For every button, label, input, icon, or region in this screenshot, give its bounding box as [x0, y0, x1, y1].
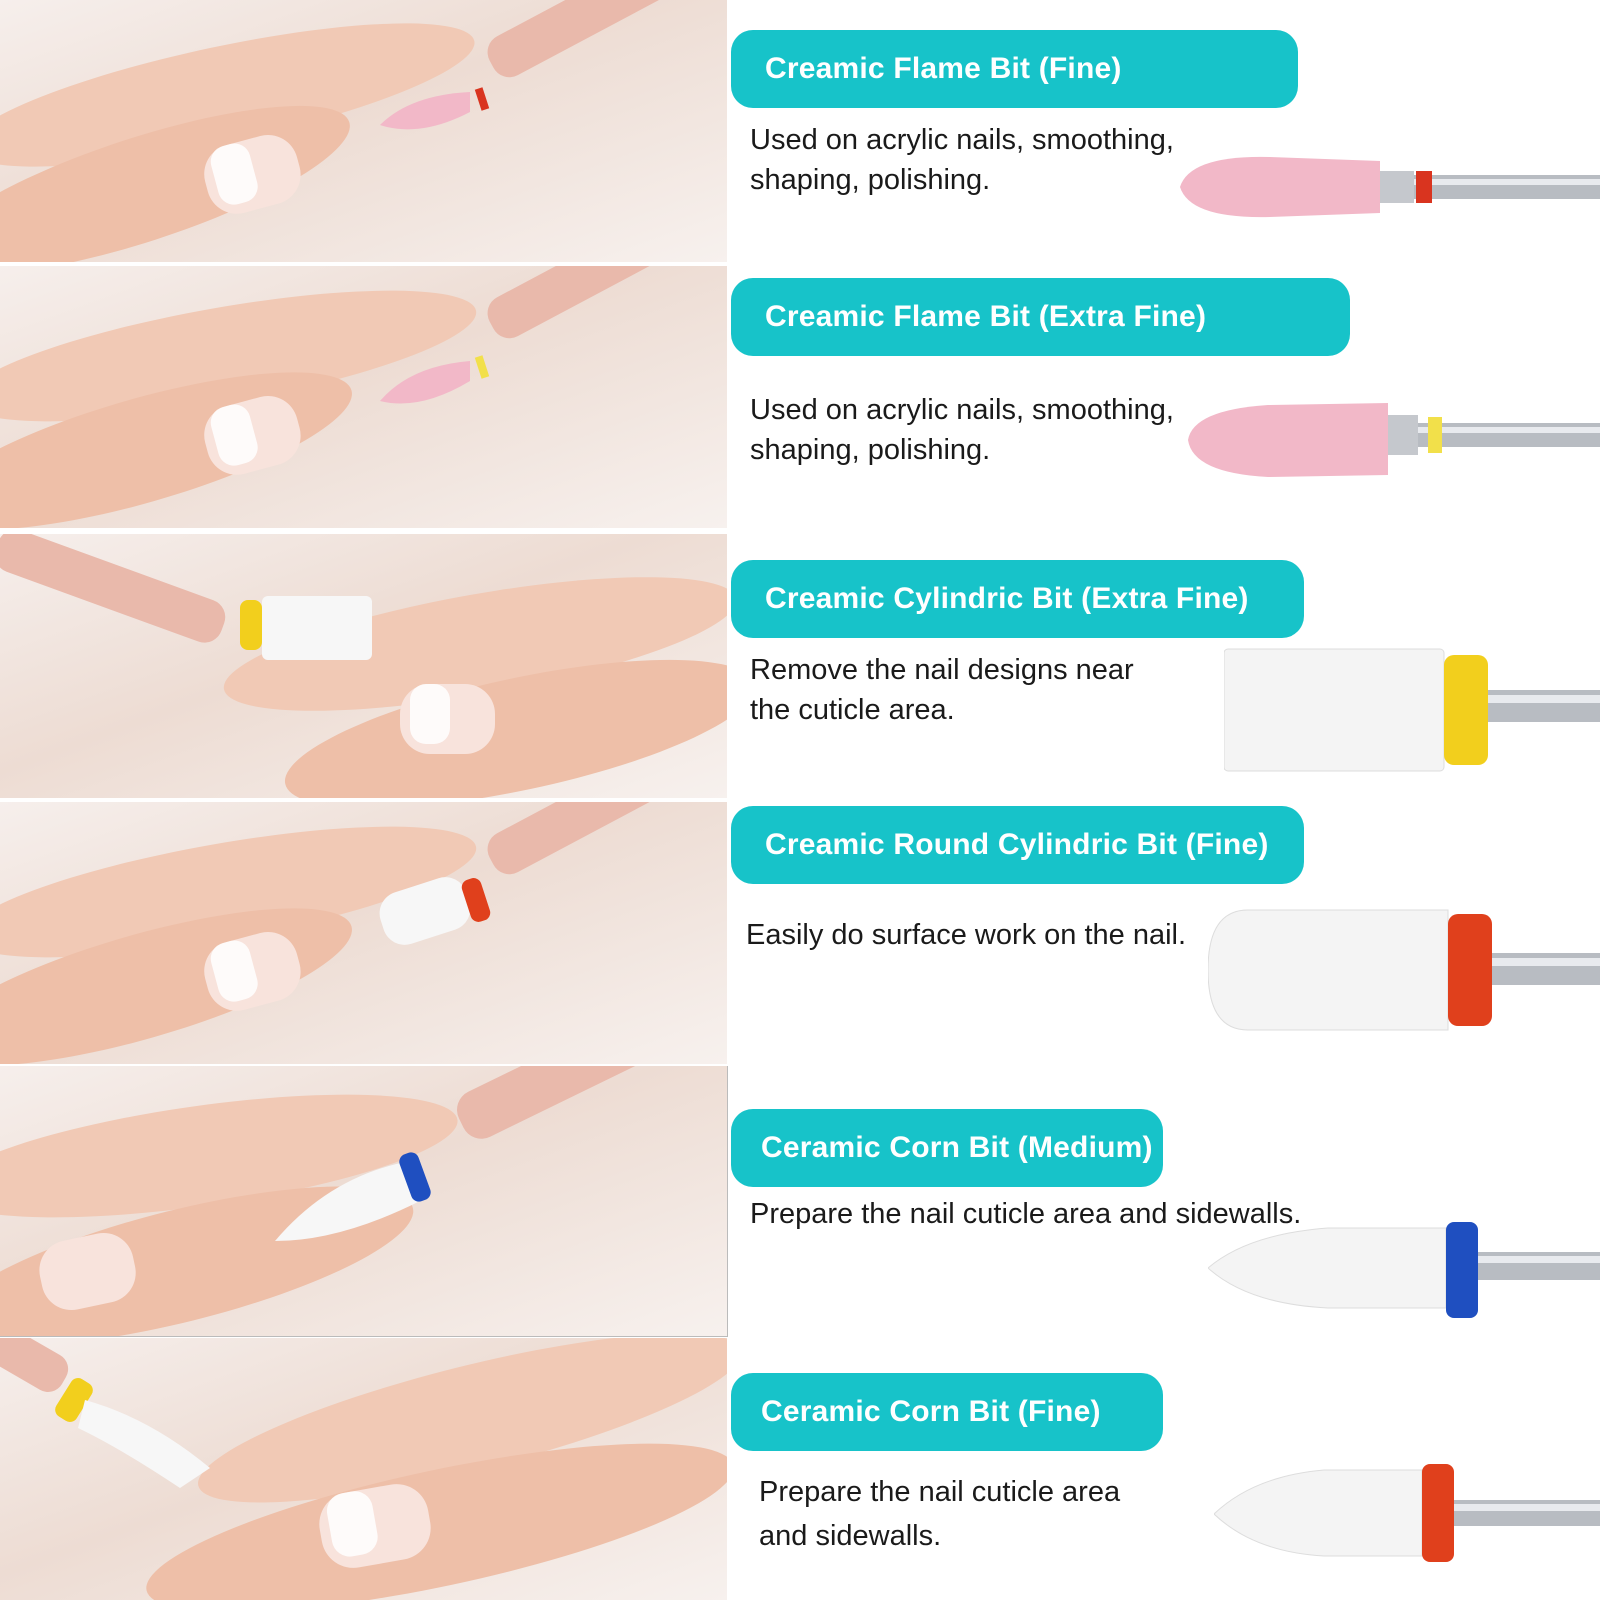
nail-photo-1 — [0, 0, 727, 262]
color-ring — [1428, 417, 1442, 453]
nail-photo-5 — [0, 1066, 728, 1337]
photo-bit-1 — [380, 92, 470, 130]
bit-head — [1180, 156, 1380, 218]
description-line: Used on acrylic nails, smoothing, — [750, 124, 1174, 156]
description-line: shaping, polishing. — [750, 434, 991, 466]
bit-head — [1208, 909, 1449, 1031]
description-line: and sidewalls. — [759, 1520, 942, 1552]
bit-title: Creamic Flame Bit (Fine) — [765, 52, 1122, 85]
description-1: Used on acrylic nails, smoothing, shapin… — [750, 120, 1174, 200]
bit-head — [1208, 1227, 1447, 1309]
flame-bit-extra-fine-image — [1188, 403, 1600, 477]
flame-bit-fine-image — [1180, 156, 1600, 218]
description-5: Prepare the nail cuticle area and sidewa… — [750, 1194, 1301, 1234]
bit-title: Ceramic Corn Bit (Medium) — [761, 1131, 1153, 1164]
nail-photo-3 — [0, 534, 727, 798]
bit-title: Creamic Cylindric Bit (Extra Fine) — [765, 582, 1249, 615]
description-line: Easily do surface work on the nail. — [746, 919, 1187, 951]
description-4: Easily do surface work on the nail. — [746, 915, 1186, 955]
photo-bit-5 — [275, 1161, 420, 1241]
description-line: the cuticle area. — [750, 694, 955, 726]
nail-photo-2 — [0, 266, 727, 528]
bit-head — [1224, 648, 1445, 772]
title-pill-1: Creamic Flame Bit (Fine) — [731, 30, 1298, 108]
description-line: Remove the nail designs near — [750, 654, 1134, 686]
corn-bit-medium-image — [1208, 1222, 1600, 1318]
corn-bit-fine-image — [1214, 1464, 1600, 1562]
bit-title: Creamic Round Cylindric Bit (Fine) — [765, 828, 1269, 861]
description-line: shaping, polishing. — [750, 164, 991, 196]
bit-title: Creamic Flame Bit (Extra Fine) — [765, 300, 1207, 333]
photo-bit-6 — [78, 1400, 210, 1488]
cylindric-bit-image — [1224, 648, 1600, 772]
nail-photo-4 — [0, 802, 727, 1064]
description-6: Prepare the nail cuticle area and sidewa… — [759, 1470, 1120, 1558]
color-ring — [1416, 171, 1432, 203]
bit-head — [1214, 1469, 1423, 1557]
bit-head — [1188, 403, 1388, 477]
description-line: Prepare the nail cuticle area and sidewa… — [750, 1198, 1302, 1230]
color-ring — [1444, 655, 1488, 765]
title-pill-5: Ceramic Corn Bit (Medium) — [731, 1109, 1163, 1187]
color-ring — [1448, 914, 1492, 1026]
bit-title: Ceramic Corn Bit (Fine) — [761, 1395, 1101, 1428]
color-ring — [1422, 1464, 1454, 1562]
description-3: Remove the nail designs near the cuticle… — [750, 650, 1134, 730]
title-pill-2: Creamic Flame Bit (Extra Fine) — [731, 278, 1350, 356]
round-cylindric-bit-image — [1208, 909, 1600, 1031]
description-line: Used on acrylic nails, smoothing, — [750, 394, 1174, 426]
photo-bit-2 — [380, 361, 470, 404]
color-ring — [1446, 1222, 1478, 1318]
description-2: Used on acrylic nails, smoothing, shapin… — [750, 390, 1174, 470]
title-pill-3: Creamic Cylindric Bit (Extra Fine) — [731, 560, 1304, 638]
title-pill-4: Creamic Round Cylindric Bit (Fine) — [731, 806, 1304, 884]
nail-photo-6 — [0, 1338, 727, 1600]
description-line: Prepare the nail cuticle area — [759, 1476, 1121, 1508]
title-pill-6: Ceramic Corn Bit (Fine) — [731, 1373, 1163, 1451]
photo-bit-4 — [379, 877, 471, 945]
photo-bit-3 — [262, 596, 372, 660]
